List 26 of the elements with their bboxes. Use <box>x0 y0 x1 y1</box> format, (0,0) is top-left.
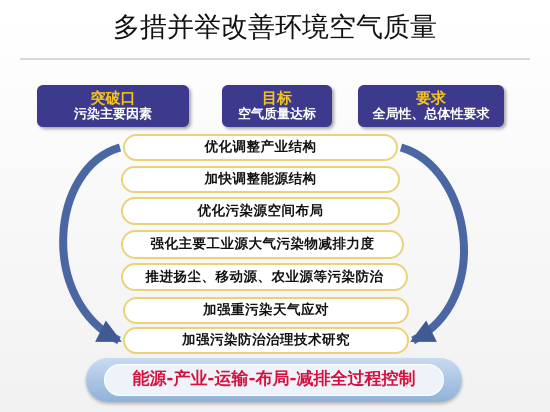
measure-pill <box>121 230 404 259</box>
measure-text: 优化污染源空间布局 <box>198 202 324 221</box>
measure-text: 推进扬尘、移动源、农业源等污染防治 <box>146 268 384 287</box>
header-card <box>37 85 189 127</box>
title: 多措并举改善环境空气质量 <box>112 11 438 45</box>
measure-pill <box>123 134 398 161</box>
header-card <box>358 85 504 127</box>
card-heading: 要求 <box>416 90 446 106</box>
card-heading: 目标 <box>262 90 292 106</box>
card-text: 全局性、总体性要求 <box>372 106 490 122</box>
card-heading: 突破口 <box>90 90 136 106</box>
measure-text: 加快调整能源结构 <box>204 170 316 190</box>
measure-text: 优化调整产业结构 <box>204 138 316 158</box>
measure-pill <box>123 297 409 324</box>
control-banner <box>86 358 462 402</box>
measure-pill <box>121 197 400 225</box>
card-text: 空气质量达标 <box>238 106 316 122</box>
measure-pill <box>121 263 408 291</box>
measure-text: 加强污染防治治理技术研究 <box>182 331 350 350</box>
banner-text: 能源-产业-运输-布局-减排全过程控制 <box>104 364 444 396</box>
measure-text: 强化主要工业源大气污染物减排力度 <box>150 235 374 254</box>
header-card <box>222 85 332 127</box>
card-text: 污染主要因素 <box>74 106 152 122</box>
measure-pill <box>121 166 400 193</box>
measure-pill <box>123 327 409 354</box>
measure-text: 加强重污染天气应对 <box>203 301 329 320</box>
